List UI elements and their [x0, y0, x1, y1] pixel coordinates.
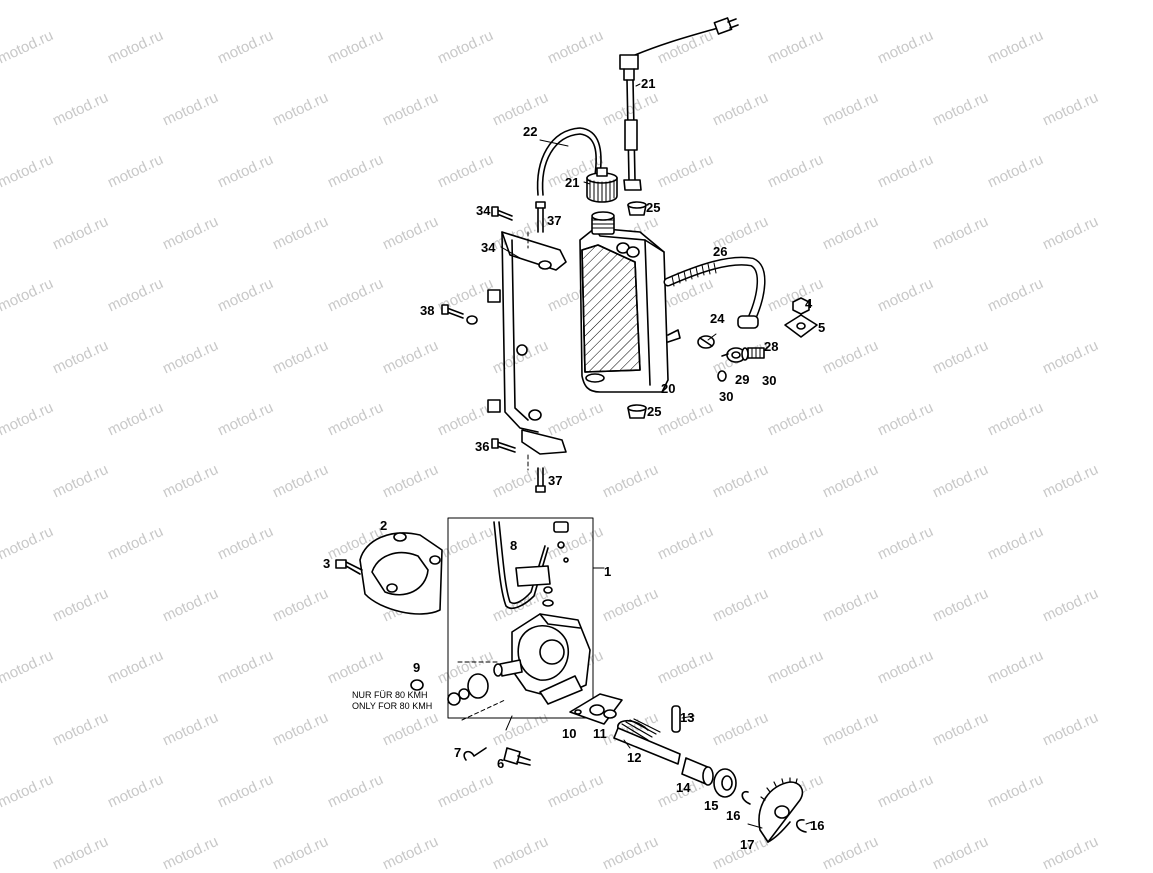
callout-30-b: 30: [719, 389, 734, 404]
callout-24: 24: [710, 311, 725, 326]
callout-34-top: 37: [547, 213, 562, 228]
callout-4: 4: [805, 296, 813, 311]
callout-3: 3: [323, 556, 331, 571]
part-33-screw-bottom: [491, 438, 516, 453]
part-30-washer-b: [717, 370, 727, 382]
part-22-breather-hose: [536, 127, 602, 196]
part-11-o-ring: [603, 709, 617, 719]
part-37-washer: [466, 315, 478, 325]
callout-25-bottom: 25: [647, 404, 662, 419]
part-13-pin: [671, 705, 681, 733]
callout-20: 20: [661, 381, 676, 396]
callout-12: 12: [627, 750, 642, 765]
callout-32: 34: [481, 240, 496, 255]
part-32-tank-bracket: [487, 231, 567, 455]
callout-34-bottom: 37: [548, 473, 563, 488]
callout-33-top: 34: [476, 203, 491, 218]
callout-6: 6: [497, 756, 505, 771]
callout-14: 14: [676, 780, 691, 795]
callout-1: 1: [604, 564, 612, 579]
callout-16-a: 16: [726, 808, 741, 823]
callout-21: 21: [565, 175, 580, 190]
part-36-screw: [441, 304, 464, 319]
part-34-bolt-top: [535, 201, 546, 233]
callout-15: 15: [704, 798, 719, 813]
speed-note: NUR FÜR 80 KMH ONLY FOR 80 KMH: [352, 690, 432, 712]
callout-17: 17: [740, 837, 755, 852]
speed-note-german: NUR FÜR 80 KMH: [352, 690, 428, 700]
part-21-tank-cap: [586, 167, 618, 203]
part-4-nut: [792, 297, 810, 315]
part-26-oil-hose: [663, 256, 766, 329]
callout-5: 5: [818, 320, 826, 335]
part-5-clip-nut: [784, 314, 818, 338]
part-7-split-pin: [463, 747, 487, 761]
callout-16-b: 16: [810, 818, 825, 833]
part-15-bearing: [713, 768, 737, 798]
callout-28: 28: [764, 339, 779, 354]
callout-36: 38: [420, 303, 435, 318]
callout-30-a: 30: [762, 373, 777, 388]
part-9-washer: [410, 679, 424, 691]
part-banjo-top: [542, 521, 569, 607]
part-2-pump-cover: [359, 532, 443, 615]
part-28-banjo-bolt: [747, 347, 765, 359]
part-38-grommet: [516, 344, 528, 356]
callout-22: 22: [523, 124, 538, 139]
callout-23: 21: [641, 76, 656, 91]
speed-note-english: ONLY FOR 80 KMH: [352, 701, 433, 711]
part-34-bolt-bottom: [535, 467, 546, 493]
part-33-screw-top: [491, 206, 513, 221]
part-8-pipe: [493, 521, 551, 610]
part-10-gasket: [569, 693, 623, 725]
callout-11: 11: [593, 726, 607, 741]
leader-lines: [500, 83, 813, 829]
callout-7: 7: [454, 745, 462, 760]
callout-25-top: 25: [646, 200, 661, 215]
oil-pump-body: [493, 613, 591, 705]
adjuster-parts: [447, 661, 506, 721]
part-25-grommet-top: [627, 201, 647, 216]
part-14-bushing: [681, 757, 714, 786]
callout-29: 29: [735, 372, 750, 387]
part-16-circlip-a: [741, 790, 751, 805]
part-16-circlip-b: [795, 819, 807, 833]
part-6-screw: [503, 747, 531, 766]
part-25-grommet-bottom: [627, 404, 647, 419]
part-30-washer-a: [741, 347, 749, 361]
callout-8: 8: [510, 538, 518, 553]
part-3-screw: [335, 559, 363, 575]
part-20-oil-tank: [579, 211, 681, 393]
callout-33-bottom: 36: [475, 439, 490, 454]
callout-26: 26: [713, 244, 728, 259]
part-23-level-sensor: [619, 17, 739, 191]
callout-13: 13: [680, 710, 695, 725]
callout-2: 2: [380, 518, 388, 533]
callout-9: 9: [413, 660, 421, 675]
part-12-worm-shaft: [613, 718, 681, 765]
callout-10: 10: [562, 726, 577, 741]
part-17-drive-gear: [758, 777, 804, 843]
